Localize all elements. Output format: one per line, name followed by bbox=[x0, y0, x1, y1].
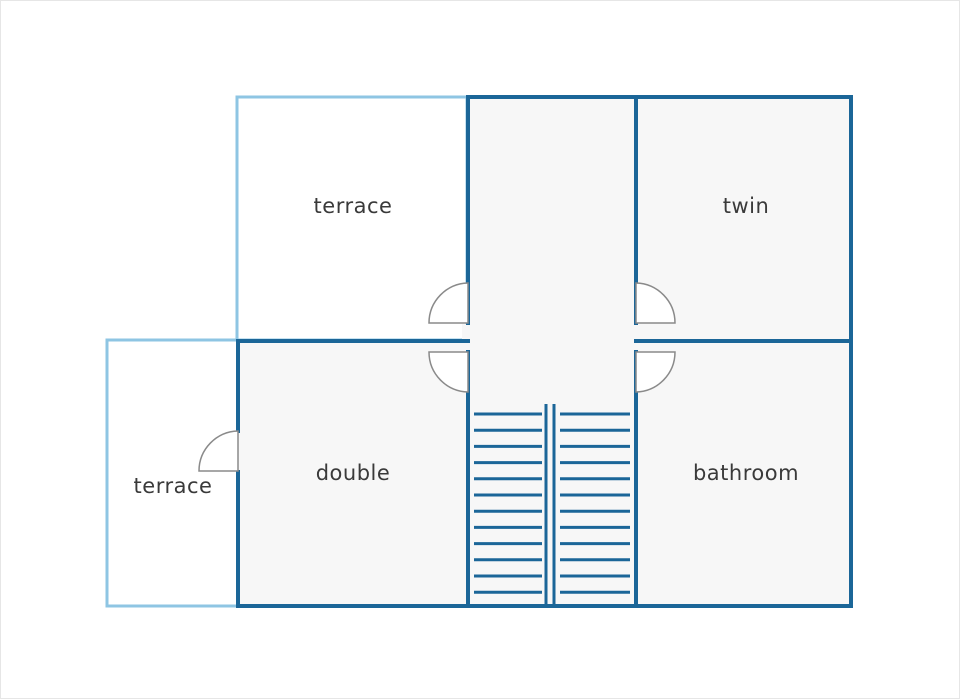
door-terrace-left[interactable] bbox=[198, 430, 239, 472]
door-bathroom[interactable] bbox=[635, 351, 676, 393]
room-labels: terrace twin double bathroom terrace bbox=[134, 194, 799, 498]
room-label-twin: twin bbox=[723, 194, 770, 218]
terrace-walls bbox=[105, 95, 469, 608]
room-label-double: double bbox=[316, 461, 391, 485]
twin-area[interactable] bbox=[636, 97, 851, 340]
double-area[interactable] bbox=[238, 341, 468, 606]
hall-area[interactable] bbox=[468, 97, 636, 606]
walls bbox=[236, 95, 853, 608]
door-gap-hall-right bbox=[630, 324, 642, 351]
door-gap-hall-left bbox=[462, 324, 474, 351]
door-double[interactable] bbox=[428, 351, 469, 393]
terrace-top-area[interactable] bbox=[235, 95, 469, 342]
rooms bbox=[238, 97, 851, 606]
room-label-terrace-top: terrace bbox=[314, 194, 393, 218]
door-twin[interactable] bbox=[635, 282, 676, 324]
terrace-left-area[interactable] bbox=[105, 338, 240, 608]
room-label-terrace-left: terrace bbox=[134, 474, 213, 498]
door-terrace-top[interactable] bbox=[428, 282, 469, 324]
room-label-bathroom: bathroom bbox=[693, 461, 799, 485]
bathroom-area[interactable] bbox=[636, 341, 851, 606]
staircase bbox=[474, 404, 630, 606]
doors bbox=[198, 282, 676, 472]
door-openings bbox=[462, 324, 642, 351]
